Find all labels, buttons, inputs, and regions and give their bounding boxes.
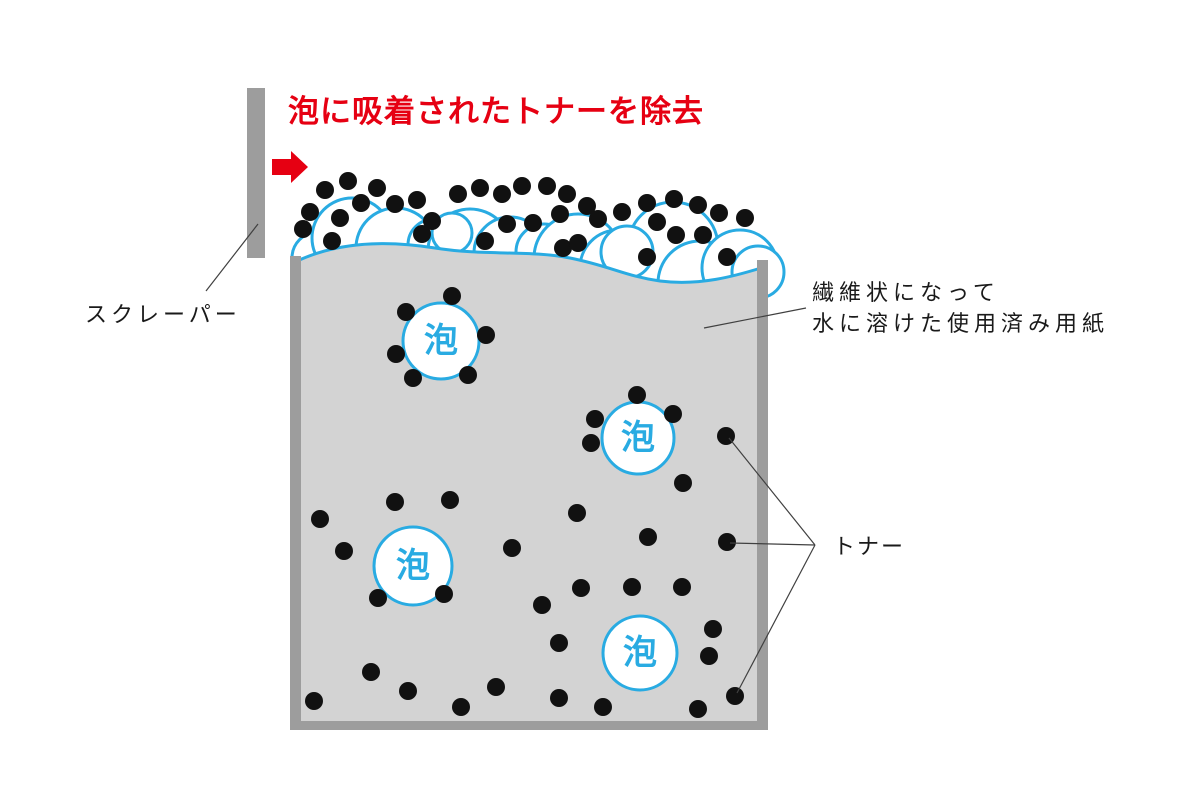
toner-dot	[718, 533, 736, 551]
foam-toner-dot	[301, 203, 319, 221]
bubble-toner-dot	[586, 410, 604, 428]
foam-toner-dot	[551, 205, 569, 223]
bubble-label: 泡	[623, 634, 657, 672]
foam-toner-dot	[408, 191, 426, 209]
bubble-toner-dot	[404, 369, 422, 387]
foam-toner-dot	[493, 185, 511, 203]
bubble-label: 泡	[396, 547, 430, 585]
toner-dot	[726, 687, 744, 705]
toner-dot	[399, 682, 417, 700]
bubble-circle	[401, 301, 481, 381]
bubble-toner-dot	[369, 589, 387, 607]
toner-dot	[503, 539, 521, 557]
bubble-toner-dot	[459, 366, 477, 384]
foam-toner-dot	[569, 234, 587, 252]
foam-toner-dot	[524, 214, 542, 232]
foam-toner-dot	[558, 185, 576, 203]
bubble-circle	[601, 614, 679, 692]
tank-wall-right	[757, 260, 768, 730]
toner-dot	[594, 698, 612, 716]
scraper-bar	[247, 88, 265, 258]
foam-toner-dot	[513, 177, 531, 195]
title-remove-toner: 泡に吸着されたトナーを除去	[288, 94, 704, 129]
foam-toner-dot	[689, 196, 707, 214]
fiber-paper-label-line1: 繊維状になって	[812, 280, 1000, 305]
foam-toner-dot	[578, 197, 596, 215]
bubble-circle	[372, 525, 454, 607]
foam-toner-dot	[498, 215, 516, 233]
bubble-toner-dot	[435, 585, 453, 603]
tank-wall-left	[290, 256, 301, 730]
leader-line	[205, 223, 259, 292]
toner-dot	[386, 493, 404, 511]
leader-line	[729, 542, 816, 546]
foam-toner-dot	[589, 210, 607, 228]
toner-dot	[311, 510, 329, 528]
foam-toner-dot	[613, 203, 631, 221]
toner-dot	[533, 596, 551, 614]
toner-dot	[441, 491, 459, 509]
bubble-toner-dot	[443, 287, 461, 305]
foam-toner-dot	[471, 179, 489, 197]
toner-label: トナー	[833, 534, 906, 559]
foam-toner-dot	[294, 220, 312, 238]
bubble-toner-dot	[477, 326, 495, 344]
foam-toner-dot	[667, 226, 685, 244]
toner-dot	[623, 578, 641, 596]
bubble-toner-dot	[387, 345, 405, 363]
leader-line	[703, 307, 807, 329]
bubble-label: 泡	[424, 322, 458, 360]
bubble-toner-dot	[628, 386, 646, 404]
foam-toner-dot	[423, 212, 441, 230]
toner-dot	[704, 620, 722, 638]
foam-toner-dot	[710, 204, 728, 222]
toner-dot	[487, 678, 505, 696]
scraper-label: スクレーパー	[85, 302, 241, 327]
bubble-toner-dot	[582, 434, 600, 452]
foam-toner-dot	[554, 239, 572, 257]
foam-toner-dot	[476, 232, 494, 250]
toner-dot	[674, 474, 692, 492]
foam-toner-dot	[386, 195, 404, 213]
fiber-paper-label-line2: 水に溶けた使用済み用紙	[812, 311, 1110, 336]
toner-dot	[550, 689, 568, 707]
toner-dot	[639, 528, 657, 546]
bubble-toner-dot	[664, 405, 682, 423]
foam-toner-dot	[718, 248, 736, 266]
foam-toner-dot	[352, 194, 370, 212]
foam-toner-dot	[538, 177, 556, 195]
foam-toner-dot	[316, 181, 334, 199]
toner-dot	[700, 647, 718, 665]
leader-line	[728, 437, 816, 546]
toner-dot	[572, 579, 590, 597]
foam-toner-dot	[638, 248, 656, 266]
foam-toner-dot	[368, 179, 386, 197]
foam-toner-dot	[323, 232, 341, 250]
bubble-label: 泡	[621, 419, 655, 457]
toner-dot	[689, 700, 707, 718]
toner-dot	[568, 504, 586, 522]
foam-toner-dot	[736, 209, 754, 227]
foam-toner-dot	[638, 194, 656, 212]
foam-toner-dot	[648, 213, 666, 231]
foam-toner-dot	[413, 225, 431, 243]
scrape-direction-arrow-icon	[272, 151, 308, 183]
foam-toner-dot	[665, 190, 683, 208]
toner-dot	[305, 692, 323, 710]
leader-line	[736, 544, 816, 694]
toner-dot	[335, 542, 353, 560]
toner-dot	[673, 578, 691, 596]
foam-toner-dot	[339, 172, 357, 190]
foam-toner-dot	[694, 226, 712, 244]
foam-toner-dot	[331, 209, 349, 227]
toner-dot	[362, 663, 380, 681]
toner-dot	[550, 634, 568, 652]
foam-toner-dot	[449, 185, 467, 203]
fiber-paper-label: 繊維状になって 水に溶けた使用済み用紙	[812, 277, 1109, 339]
toner-dot	[452, 698, 470, 716]
bubble-toner-dot	[397, 303, 415, 321]
tank-wall-bottom	[290, 721, 768, 730]
